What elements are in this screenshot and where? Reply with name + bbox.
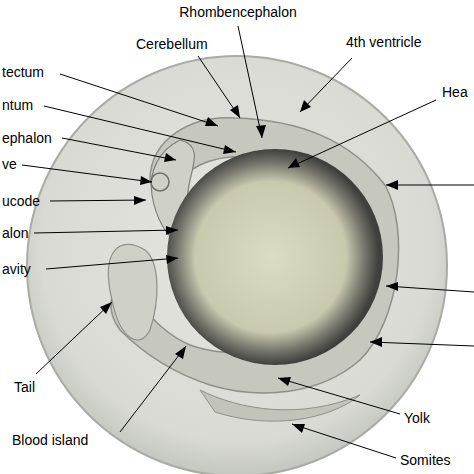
part-label: tectum xyxy=(2,64,44,80)
part-label: ntum xyxy=(2,97,33,113)
part-label: ucode xyxy=(2,193,40,209)
part-label: alon xyxy=(2,225,28,241)
part-label: 4th ventricle xyxy=(346,34,421,50)
part-label: Rhombencephalon xyxy=(179,4,297,20)
part-label: Somites xyxy=(400,452,451,468)
part-label: Cerebellum xyxy=(136,36,208,52)
part-label: Hea xyxy=(442,84,468,100)
part-label: Yolk xyxy=(404,410,430,426)
part-label: Blood island xyxy=(12,432,88,448)
part-label: ephalon xyxy=(2,130,52,146)
part-label: avity xyxy=(2,261,31,277)
part-label: ve xyxy=(2,156,17,172)
part-label: Tail xyxy=(14,379,35,395)
